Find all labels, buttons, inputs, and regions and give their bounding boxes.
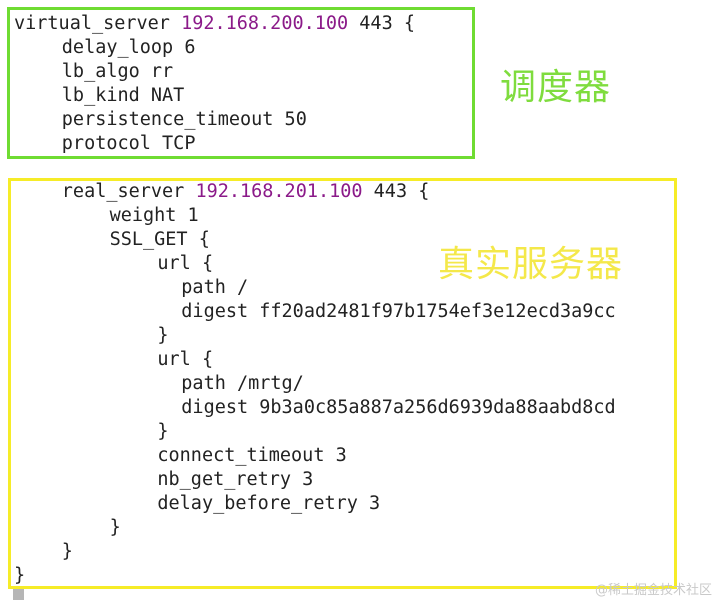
watermark: @稀土掘金技术社区 [594, 583, 712, 598]
code-text: connect_timeout 3 [157, 445, 347, 466]
ip-address: 192.168.200.100 [181, 13, 349, 34]
code-line: delay_before_retry 3 [157, 492, 380, 516]
code-text: url { [157, 253, 214, 274]
code-text: virtual_server [14, 13, 182, 34]
code-text: nb_get_retry 3 [157, 469, 314, 490]
code-line: } [14, 564, 25, 588]
real-server-highlight-box [8, 178, 677, 589]
code-line: connect_timeout 3 [157, 444, 346, 468]
code-line: path /mrtg/ [181, 372, 304, 396]
code-line: protocol TCP [62, 132, 196, 156]
code-text: } [14, 565, 26, 586]
code-text-tail: 443 { [362, 181, 430, 202]
code-text: path /mrtg/ [181, 373, 304, 394]
code-line: lb_algo rr [62, 60, 173, 84]
code-text: path / [181, 277, 249, 298]
code-text: delay_loop 6 [61, 37, 196, 58]
code-text: digest 9b3a0c85a887a256d6939da88aabd8cd [181, 397, 616, 418]
text-cursor [13, 589, 24, 600]
real-server-label: 真实服务器 [438, 244, 624, 285]
code-line: delay_loop 6 [62, 36, 196, 60]
code-text: real_server [61, 181, 196, 202]
code-text-tail: 443 { [348, 13, 415, 34]
code-text: url { [157, 349, 214, 370]
scheduler-label: 调度器 [500, 67, 612, 108]
code-line: virtual_server 192.168.200.100 443 { [14, 12, 415, 36]
scheduler-highlight-box [7, 7, 475, 159]
code-line: persistence_timeout 50 [62, 108, 307, 132]
ip-address: 192.168.201.100 [195, 181, 363, 202]
code-text: } [157, 421, 169, 442]
code-line: } [157, 324, 168, 348]
code-line: nb_get_retry 3 [157, 468, 313, 492]
code-text: SSL_GET { [109, 229, 210, 250]
code-line: path / [181, 276, 248, 300]
code-text: lb_algo rr [61, 61, 174, 82]
code-text: } [109, 517, 121, 538]
code-text: persistence_timeout 50 [61, 109, 307, 130]
code-line: digest ff20ad2481f97b1754ef3e12ecd3a9cc [181, 300, 615, 324]
code-text: delay_before_retry 3 [157, 493, 381, 514]
code-line: weight 1 [110, 204, 199, 228]
code-text: lb_kind NAT [61, 85, 185, 106]
code-line: lb_kind NAT [62, 84, 185, 108]
code-text: } [61, 541, 73, 562]
code-line: url { [157, 348, 213, 372]
code-line: real_server 192.168.201.100 443 { [62, 180, 430, 204]
code-text: } [157, 325, 169, 346]
code-text: protocol TCP [61, 133, 196, 154]
code-line: } [110, 516, 121, 540]
code-line: } [62, 540, 73, 564]
code-line: SSL_GET { [110, 228, 210, 252]
code-text: digest ff20ad2481f97b1754ef3e12ecd3a9cc [181, 301, 616, 322]
code-text: weight 1 [109, 205, 199, 226]
code-line: } [157, 420, 168, 444]
code-line: url { [157, 252, 213, 276]
code-line: digest 9b3a0c85a887a256d6939da88aabd8cd [181, 396, 615, 420]
